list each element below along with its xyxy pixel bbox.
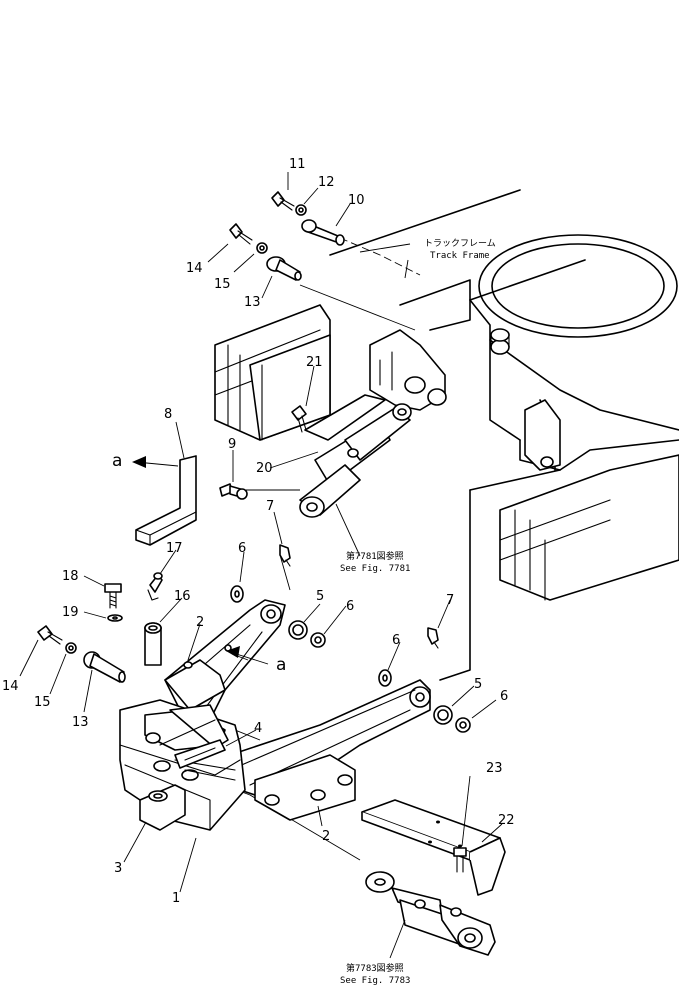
pad-3 (139, 784, 186, 831)
callout-13-left: 13 (72, 715, 89, 730)
note-ref1-en: See Fig. 7781 (340, 564, 410, 574)
callout-6-b: 6 (346, 599, 354, 614)
bolt-14-top (229, 223, 253, 245)
note-ref2-en: See Fig. 7783 (340, 976, 410, 986)
callout-10: 10 (348, 193, 365, 208)
callout-11: 11 (289, 157, 306, 172)
callout-15-left: 15 (34, 695, 51, 710)
callout-7-left: 7 (266, 499, 274, 514)
bolt-9 (219, 483, 248, 500)
bolt-21 (291, 405, 307, 433)
callout-5-b: 5 (474, 677, 482, 692)
callout-8: 8 (164, 407, 172, 422)
callout-14-left: 14 (2, 679, 19, 694)
callout-15-top: 15 (214, 277, 231, 292)
callout-17: 17 (166, 541, 183, 556)
washer-12 (295, 204, 307, 216)
callout-5-a: 5 (316, 589, 324, 604)
bolt-11 (271, 191, 295, 211)
view-marker-a-mid: a (276, 655, 286, 675)
callout-22: 22 (498, 813, 515, 828)
bushings-and-seals (230, 544, 471, 733)
callout-12: 12 (318, 175, 335, 190)
callout-6-a: 6 (238, 541, 246, 556)
callout-19: 19 (62, 605, 79, 620)
callout-6-d: 6 (500, 689, 508, 704)
washer-15-top (256, 242, 268, 254)
bolt-18 (104, 583, 122, 609)
leader-lines (19, 172, 503, 959)
washer-19 (107, 614, 123, 622)
pin-13-top (266, 256, 302, 281)
callout-23: 23 (486, 761, 503, 776)
pin-13-left (83, 651, 126, 683)
callout-7-right: 7 (446, 593, 454, 608)
plate-4 (174, 739, 226, 769)
view-marker-a-left: a (112, 451, 122, 471)
note-ref2-jp: 第7783図参照 (346, 962, 404, 974)
bolt-23 (453, 847, 467, 873)
pin-10 (301, 219, 345, 246)
arm-2-lower (214, 679, 431, 821)
bolt-14-left (37, 625, 63, 645)
view-arrows (132, 456, 269, 665)
callout-4: 4 (254, 721, 262, 736)
callout-2-upper: 2 (196, 615, 204, 630)
callout-21: 21 (306, 355, 323, 370)
arm-2-upper (164, 599, 286, 731)
washer-15-left (65, 642, 77, 654)
callout-3: 3 (114, 861, 122, 876)
grease-fitting-17 (147, 572, 163, 601)
track-frame (214, 189, 679, 681)
callout-16: 16 (174, 589, 191, 604)
callout-2-lower: 2 (322, 829, 330, 844)
callout-numbers: 11 12 10 14 15 13 21 20 8 9 7 6 17 18 19… (2, 157, 515, 906)
cylinder-20 (299, 394, 412, 518)
cover-8 (135, 455, 197, 546)
callout-20: 20 (256, 461, 273, 476)
step-22 (361, 799, 506, 896)
note-track-frame-en: Track Frame (430, 251, 490, 261)
callout-13-top: 13 (244, 295, 261, 310)
note-ref1-jp: 第7781図参照 (346, 550, 404, 562)
bushing-16 (144, 622, 162, 666)
callout-18: 18 (62, 569, 79, 584)
callout-14-top: 14 (186, 261, 203, 276)
reference-notes: トラックフレーム Track Frame 第7781図参照 See Fig. 7… (340, 238, 496, 986)
note-track-frame-jp: トラックフレーム (424, 238, 496, 249)
cylinder-lower (365, 871, 496, 956)
callout-9: 9 (228, 437, 236, 452)
callout-1: 1 (172, 891, 180, 906)
callout-6-c: 6 (392, 633, 400, 648)
